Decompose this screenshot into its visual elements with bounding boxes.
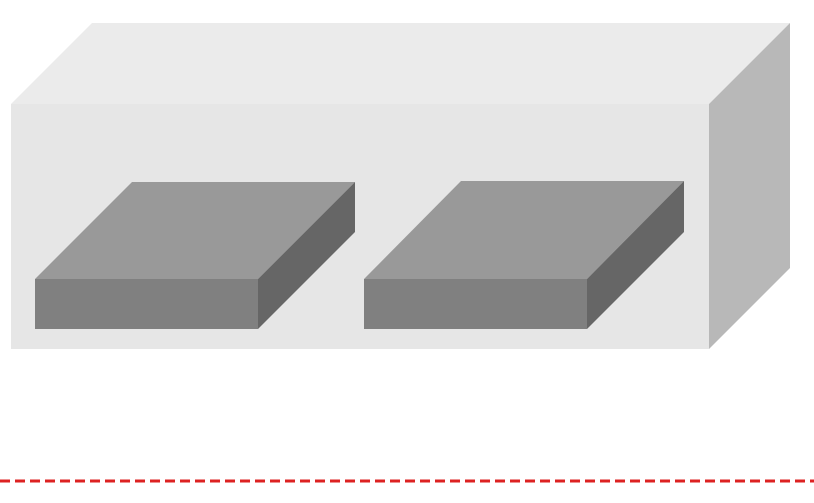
left-block-side-face	[258, 182, 355, 329]
left-block	[35, 182, 355, 329]
left-block-top-face	[35, 182, 355, 279]
right-block	[364, 181, 684, 329]
right-block-side-face	[587, 181, 684, 329]
right-block-front-face	[364, 279, 587, 329]
right-block-top-face	[364, 181, 684, 279]
housing-side-face	[709, 23, 790, 349]
left-block-front-face	[35, 279, 258, 329]
housing-top-face	[11, 23, 790, 104]
